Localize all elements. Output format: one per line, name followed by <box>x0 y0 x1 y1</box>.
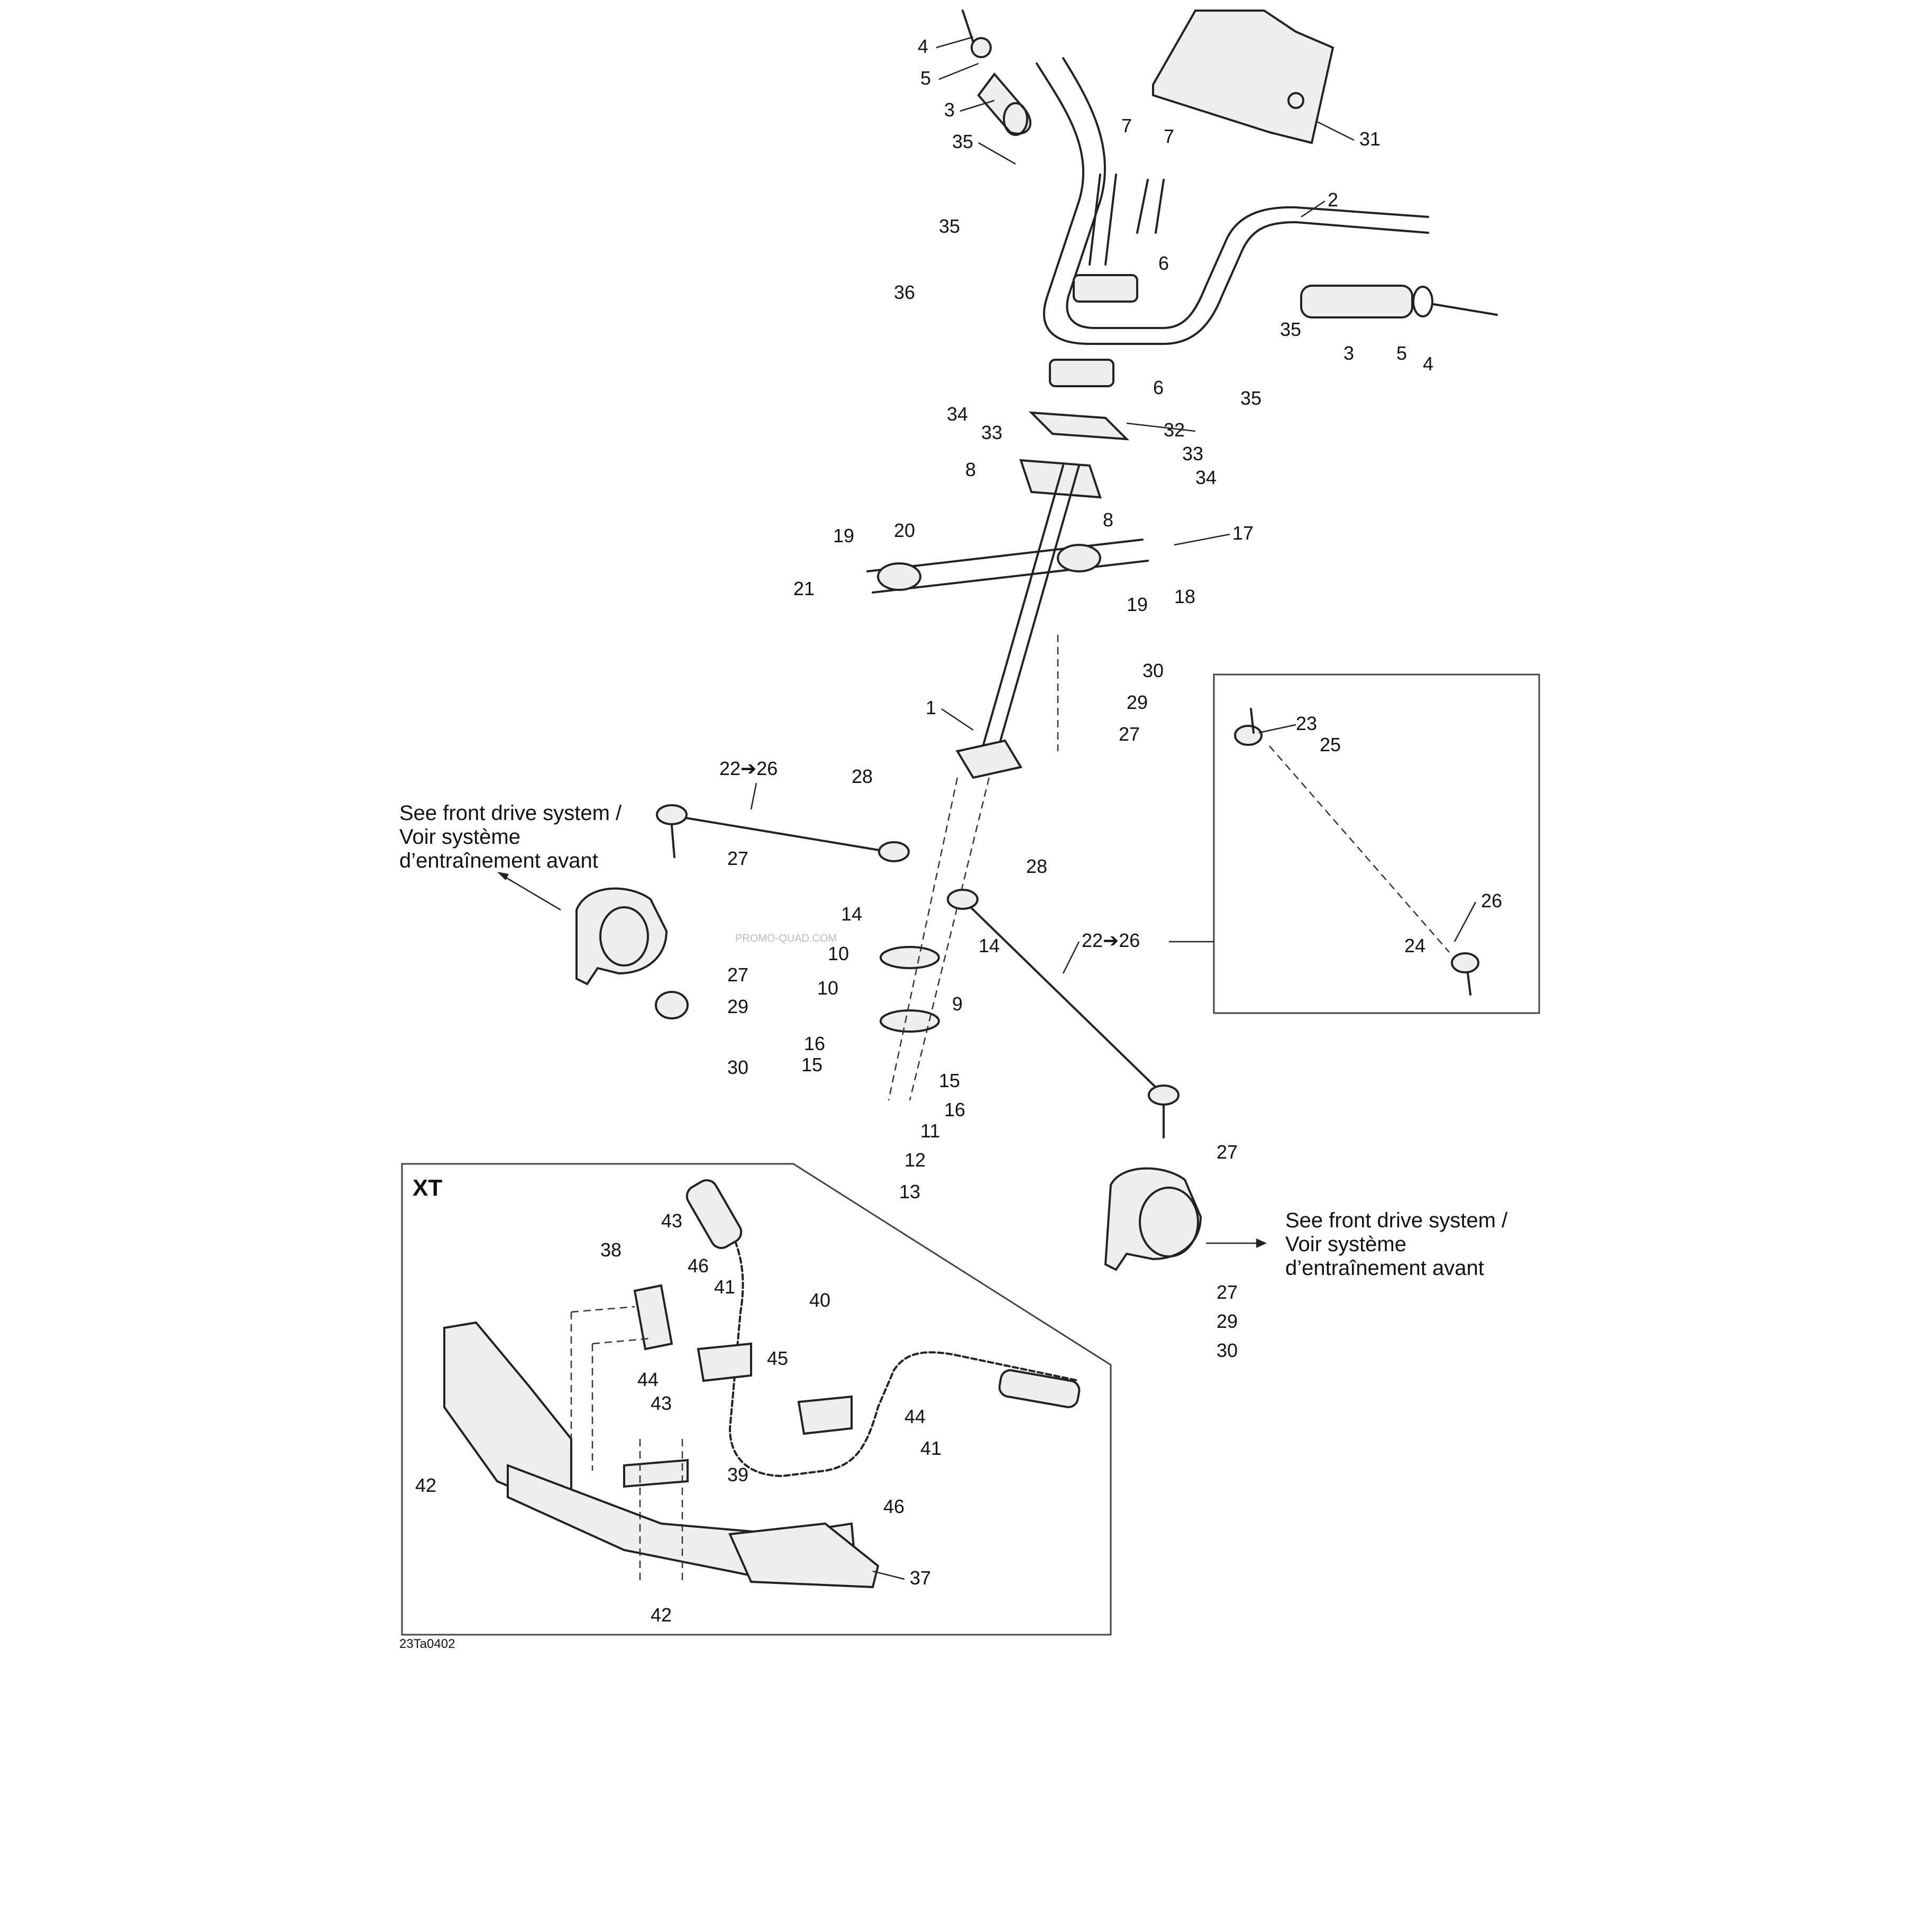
callout-14-b: 14 <box>979 935 1000 956</box>
callout-21: 21 <box>793 578 815 599</box>
callout-35-b: 35 <box>939 215 960 237</box>
callout-28-b: 28 <box>1026 855 1047 877</box>
callout-33-b: 33 <box>1182 443 1203 464</box>
callout-38: 38 <box>600 1239 621 1261</box>
callout-43-b: 43 <box>651 1392 672 1414</box>
callout-35-d: 35 <box>1240 387 1261 409</box>
left-front-drive-note: See front drive system / Voir système d’… <box>399 801 622 872</box>
callout-labels: 4 5 3 35 35 36 7 7 31 2 6 35 3 5 4 35 6 … <box>415 35 1502 1626</box>
callout-31: 31 <box>1359 128 1381 150</box>
callout-44-a: 44 <box>637 1369 659 1390</box>
left-note-line-1: See front drive system / <box>399 801 622 825</box>
callout-22-26-right: 22➔26 <box>1082 929 1140 951</box>
callout-16-b: 16 <box>944 1099 965 1120</box>
callout-7-b: 7 <box>1164 125 1174 147</box>
callout-5-bottom: 5 <box>1396 342 1407 364</box>
steering-column <box>866 464 1149 1101</box>
left-note-line-3: d’entraînement avant <box>399 849 598 872</box>
callout-2: 2 <box>1328 189 1338 211</box>
callout-27-d: 27 <box>1217 1141 1238 1163</box>
callout-leaders <box>750 36 1477 1580</box>
right-front-drive-note: See front drive system / Voir système d’… <box>1285 1209 1508 1280</box>
callout-6-a: 6 <box>1158 252 1169 274</box>
callout-27-e: 27 <box>1217 1281 1238 1303</box>
callout-8-b: 8 <box>1103 509 1113 531</box>
callout-4-top: 4 <box>918 35 928 57</box>
callout-15-a: 15 <box>801 1054 822 1076</box>
callout-19-a: 19 <box>833 525 854 546</box>
callout-30-a: 30 <box>1142 660 1164 681</box>
callout-18: 18 <box>1174 586 1195 607</box>
callout-3-top: 3 <box>944 99 955 121</box>
inset-title: XT <box>413 1175 442 1201</box>
left-note-line-2: Voir système <box>399 825 520 849</box>
callout-40: 40 <box>809 1289 830 1311</box>
tie-rod-detail-inset <box>1213 673 1540 1014</box>
callout-25: 25 <box>1320 734 1341 755</box>
callout-34-b: 34 <box>1195 467 1217 488</box>
callout-28-a: 28 <box>852 765 873 787</box>
callout-22-26-left: 22➔26 <box>719 758 778 779</box>
callout-5-top: 5 <box>920 67 931 89</box>
callout-42-a: 42 <box>415 1474 436 1496</box>
callout-14-a: 14 <box>841 903 862 925</box>
callout-36: 36 <box>894 281 915 303</box>
callout-9: 9 <box>952 993 963 1015</box>
callout-35-c: 35 <box>1280 318 1301 340</box>
callout-13: 13 <box>899 1181 920 1202</box>
callout-30-b: 30 <box>727 1056 748 1078</box>
callout-16-a: 16 <box>804 1033 825 1054</box>
callout-46-a: 46 <box>688 1255 709 1277</box>
tie-rods <box>656 804 1180 1138</box>
callout-37: 37 <box>910 1567 931 1589</box>
left-note-arrow <box>502 874 561 911</box>
callout-45: 45 <box>767 1347 788 1369</box>
callout-17: 17 <box>1232 522 1254 544</box>
callout-4-bottom: 4 <box>1423 353 1433 375</box>
callout-6-b: 6 <box>1153 377 1164 398</box>
handlebar-assembly <box>962 10 1498 499</box>
callout-41-b: 41 <box>920 1437 941 1459</box>
callout-27-c: 27 <box>727 964 748 986</box>
callout-24: 24 <box>1404 935 1425 956</box>
callout-11: 11 <box>920 1120 940 1142</box>
steering-knuckles <box>575 887 1202 1271</box>
callout-15-b: 15 <box>939 1070 960 1091</box>
right-note-line-1: See front drive system / <box>1285 1209 1508 1232</box>
callout-1: 1 <box>926 697 936 718</box>
callout-10-b: 10 <box>817 977 838 999</box>
callout-39: 39 <box>727 1464 748 1486</box>
callout-43-a: 43 <box>661 1210 682 1232</box>
callout-34-a: 34 <box>947 403 968 425</box>
callout-26: 26 <box>1481 890 1502 912</box>
callout-35-a: 35 <box>952 131 973 152</box>
callout-20: 20 <box>894 520 915 541</box>
drawing-number: 23Ta0402 <box>399 1637 455 1651</box>
callout-29-c: 29 <box>1217 1310 1238 1332</box>
right-note-line-2: Voir système <box>1285 1233 1406 1256</box>
callout-41-a: 41 <box>714 1276 735 1298</box>
callout-27-a: 27 <box>1119 723 1140 745</box>
callout-12: 12 <box>904 1149 926 1171</box>
xt-handguard-inset <box>401 1163 1112 1636</box>
callout-3-bottom: 3 <box>1343 342 1354 364</box>
watermark: PROMO-QUAD.COM <box>735 933 837 944</box>
callout-8-a: 8 <box>965 459 976 480</box>
callout-29-b: 29 <box>727 996 748 1017</box>
callout-23: 23 <box>1296 713 1317 734</box>
callout-29-a: 29 <box>1127 691 1148 713</box>
callout-33-a: 33 <box>981 422 1002 443</box>
callout-7-a: 7 <box>1121 115 1132 136</box>
callout-19-b: 19 <box>1127 594 1148 615</box>
right-note-line-3: d’entraînement avant <box>1285 1256 1484 1280</box>
callout-10-a: 10 <box>828 943 849 964</box>
callout-44-b: 44 <box>904 1406 926 1427</box>
callout-27-b: 27 <box>727 847 748 869</box>
callout-30-c: 30 <box>1217 1339 1238 1361</box>
callout-46-b: 46 <box>883 1496 904 1517</box>
callout-42-b: 42 <box>651 1604 672 1626</box>
